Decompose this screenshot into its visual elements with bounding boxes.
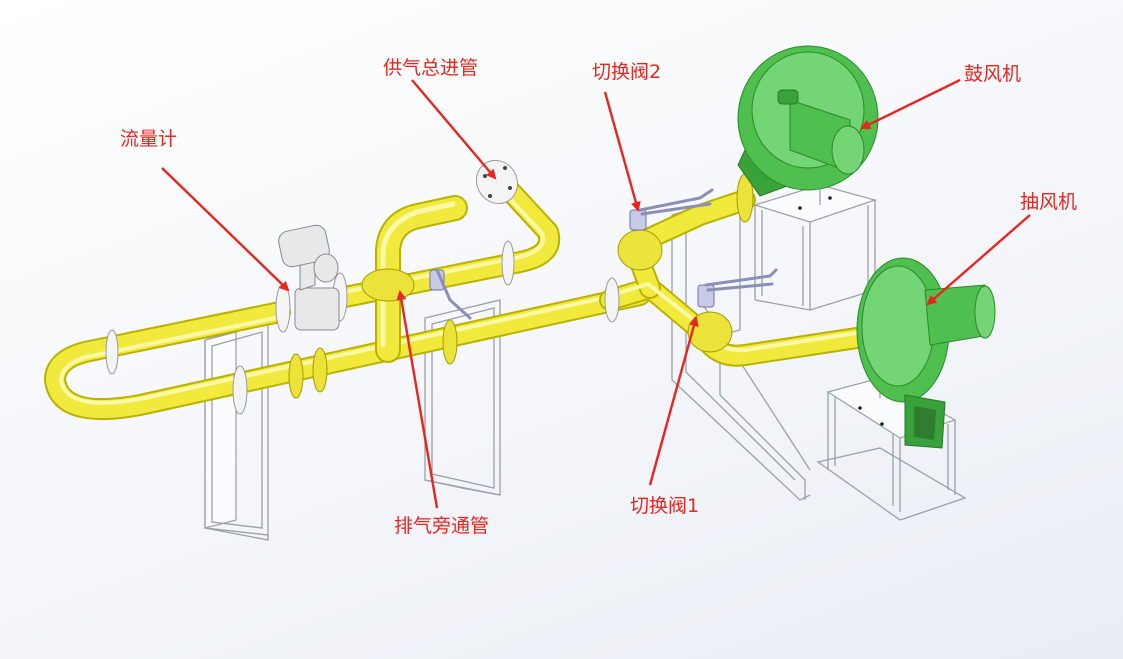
flange bbox=[288, 353, 304, 399]
label-valve2: 切换阀2 bbox=[592, 61, 661, 83]
switch-valve-1[interactable] bbox=[697, 268, 778, 308]
bypass-valve bbox=[429, 268, 472, 320]
exhaust-fan bbox=[856, 257, 996, 449]
pipe-bypass bbox=[375, 195, 468, 363]
blower bbox=[737, 45, 879, 197]
arrow-exhaust-fan bbox=[926, 214, 1031, 306]
flange bbox=[442, 319, 458, 365]
callout-arrows bbox=[161, 78, 1031, 509]
arrow-main-inlet bbox=[411, 79, 497, 180]
labels: 流量计 供气总进管 切换阀2 鼓风机 抽风机 排气旁通管 切换阀1 bbox=[120, 57, 1077, 537]
switch-valve-2[interactable] bbox=[629, 188, 714, 231]
flange bbox=[275, 283, 291, 333]
label-blower: 鼓风机 bbox=[964, 63, 1021, 85]
arrow-flowmeter bbox=[161, 167, 290, 292]
arrow-bypass bbox=[396, 290, 439, 509]
flowmeter bbox=[278, 224, 340, 331]
label-flowmeter: 流量计 bbox=[120, 128, 177, 150]
flange bbox=[687, 311, 733, 353]
flange bbox=[105, 329, 119, 375]
pipe-main-lower bbox=[44, 284, 651, 421]
pipe-main-inlet bbox=[319, 169, 561, 311]
label-exhaust-fan: 抽风机 bbox=[1020, 191, 1077, 213]
flange bbox=[361, 268, 415, 302]
support-frame-middle bbox=[424, 299, 501, 496]
arrow-valve1 bbox=[648, 316, 699, 486]
arrow-blower bbox=[860, 78, 961, 130]
arrow-valve2 bbox=[603, 91, 641, 212]
flange bbox=[617, 229, 663, 271]
flanges bbox=[105, 159, 877, 415]
label-main-inlet: 供气总进管 bbox=[383, 57, 478, 79]
support-frame-blower bbox=[752, 184, 878, 311]
flange bbox=[501, 240, 515, 286]
support-frame-left bbox=[204, 321, 269, 541]
label-bypass: 排气旁通管 bbox=[394, 515, 489, 537]
flange bbox=[604, 277, 620, 323]
label-valve1: 切换阀1 bbox=[630, 495, 699, 517]
flange bbox=[232, 365, 248, 415]
flange bbox=[312, 347, 328, 393]
